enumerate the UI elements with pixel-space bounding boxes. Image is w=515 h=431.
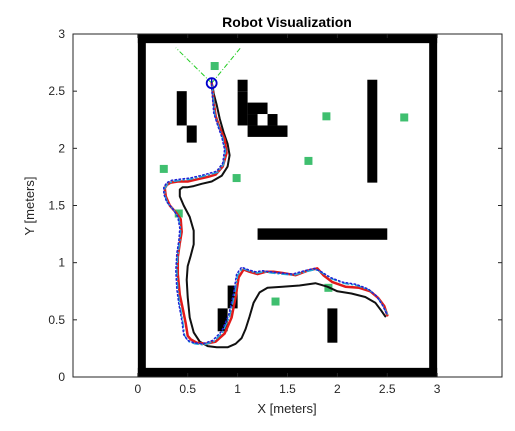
landmark-marker — [400, 113, 409, 122]
map-obstacle — [367, 79, 378, 183]
plot-area — [72, 33, 503, 378]
map-obstacle — [217, 308, 228, 332]
landmark-marker — [322, 112, 331, 121]
plot-background — [73, 34, 502, 377]
map-obstacle — [227, 285, 238, 309]
trajectory-layer — [163, 81, 389, 349]
robot-marker — [205, 77, 218, 90]
x-tick-label: 0.5 — [179, 382, 196, 396]
y-tick-label: 0.5 — [48, 313, 65, 327]
chart-title: Robot Visualization — [222, 14, 352, 30]
sensor-fov-right-edge — [211, 47, 241, 84]
map-obstacle — [176, 91, 187, 126]
landmark-marker — [304, 156, 313, 165]
landmark-marker — [174, 209, 183, 218]
x-tick-label: 1.5 — [279, 382, 296, 396]
landmark-marker — [210, 62, 219, 71]
map-obstacle — [247, 125, 288, 137]
x-axis-ticks: 0 0.5 1 1.5 2 2.5 3 — [135, 34, 441, 396]
landmark-marker — [271, 297, 280, 306]
y-tick-label: 1 — [58, 256, 65, 270]
x-tick-label: 1 — [234, 382, 241, 396]
map-obstacle — [186, 125, 197, 143]
y-axis-ticks: 0 0.5 1 1.5 2 2.5 3 — [48, 27, 502, 384]
trajectory-line-1 — [178, 82, 387, 349]
y-tick-label: 1.5 — [48, 199, 65, 213]
x-axis-label: X [meters] — [257, 401, 316, 416]
map-obstacle — [237, 91, 248, 126]
map-obstacle — [247, 102, 268, 115]
map-layer — [137, 34, 438, 377]
landmark-marker — [159, 164, 168, 173]
sensor-fov-layer — [175, 47, 241, 84]
y-tick-label: 0 — [58, 370, 65, 384]
x-tick-label: 2 — [334, 382, 341, 396]
x-tick-label: 3 — [434, 382, 441, 396]
map-wall — [137, 34, 146, 377]
map-obstacle — [247, 114, 258, 126]
landmark-marker — [232, 174, 241, 183]
map-wall — [137, 34, 438, 44]
map-obstacle — [257, 228, 388, 240]
y-tick-label: 2 — [58, 141, 65, 155]
x-tick-label: 0 — [135, 382, 142, 396]
map-wall — [429, 34, 438, 377]
map-obstacle — [327, 308, 338, 343]
trajectory-line-4 — [163, 82, 388, 345]
map-obstacle — [237, 79, 248, 92]
sensor-fov-left-edge — [175, 47, 213, 84]
y-tick-label: 3 — [58, 27, 65, 41]
trajectory-line-3 — [164, 82, 389, 346]
x-tick-label: 2.5 — [379, 382, 396, 396]
map-wall — [137, 367, 438, 377]
map-obstacle — [267, 114, 278, 126]
y-axis-label: Y [meters] — [22, 176, 37, 235]
y-tick-label: 2.5 — [48, 84, 65, 98]
robot-layer — [205, 77, 218, 90]
